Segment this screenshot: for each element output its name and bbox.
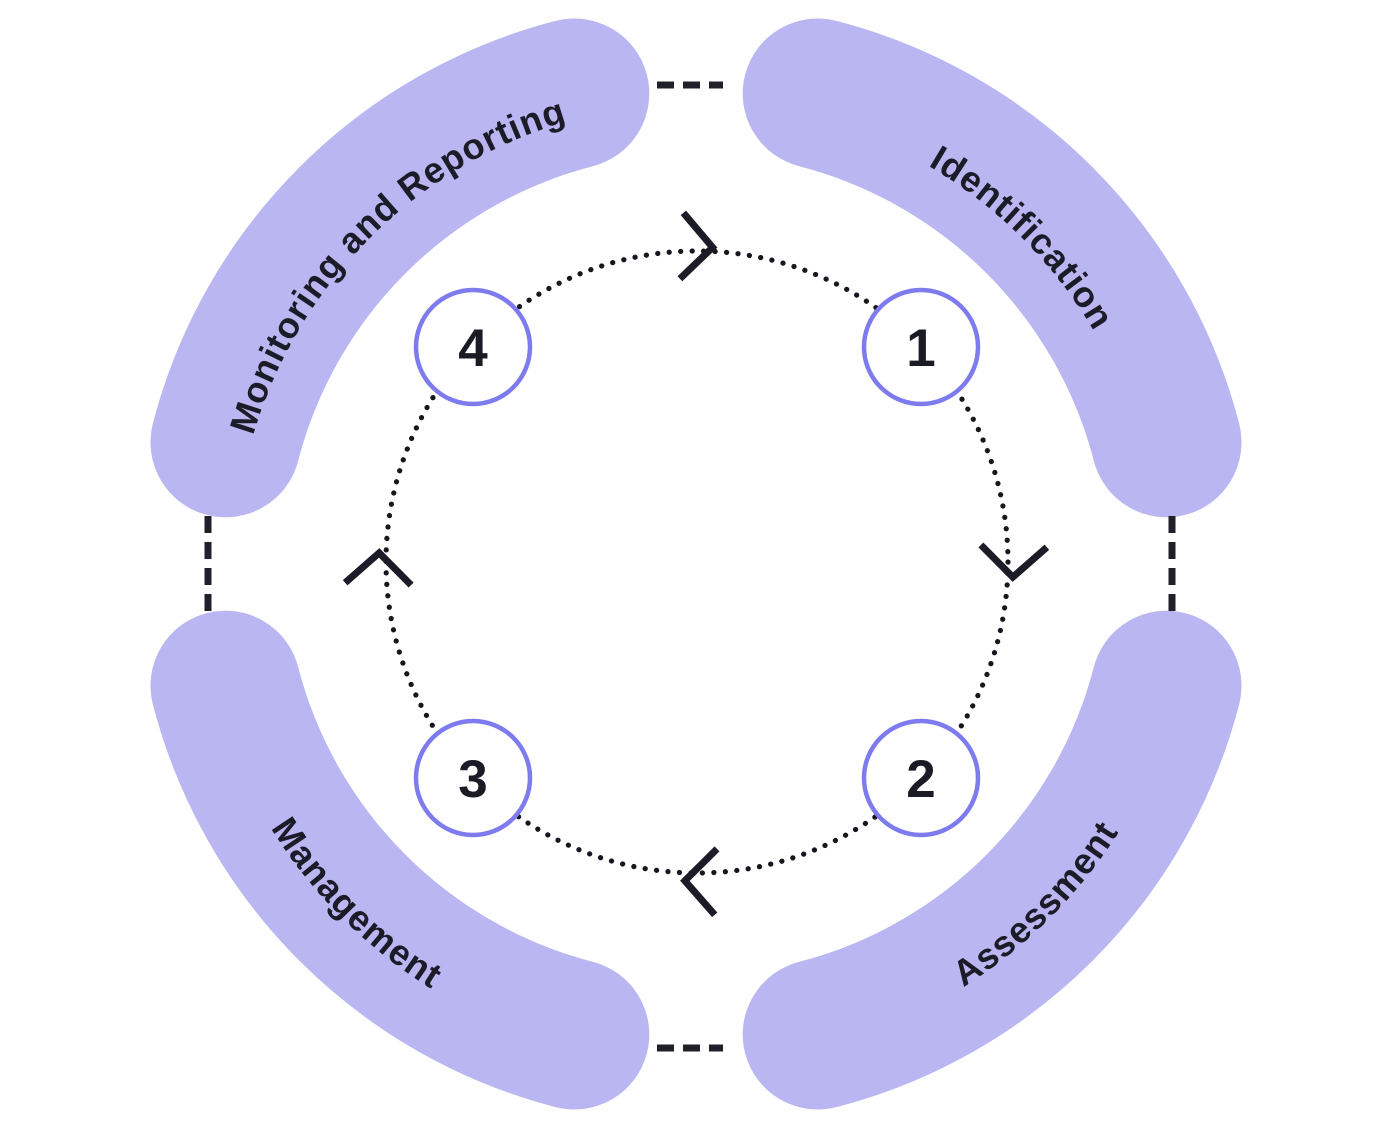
step-badge-2-circle	[861, 718, 981, 838]
flow-arrows	[342, 210, 1050, 918]
arc-separators	[204, 81, 1176, 1052]
step-badge-3-number: 3	[458, 750, 487, 809]
step-badge-4-circle	[413, 287, 533, 407]
step-badge-2-number: 2	[906, 750, 935, 809]
chevron-down-icon	[978, 542, 1050, 582]
step-badges: 1 2 3 4	[413, 287, 981, 838]
arc-segment-assessment	[742, 610, 1242, 1110]
chevron-up-icon	[342, 548, 414, 588]
step-badge-3-circle	[413, 718, 533, 838]
stage-arcs	[150, 18, 1242, 1110]
arc-segment-monitoring	[150, 18, 650, 518]
step-badge-1-circle	[861, 287, 981, 407]
chevron-left-icon	[680, 846, 720, 918]
step-badge-4-number: 4	[458, 319, 488, 378]
arc-segment-identification	[742, 18, 1242, 518]
step-badge-2: 2	[861, 718, 981, 838]
step-badge-4: 4	[413, 287, 533, 407]
step-badge-1: 1	[861, 287, 981, 407]
step-badge-3: 3	[413, 718, 533, 838]
step-badge-1-number: 1	[906, 319, 935, 378]
arc-segment-management	[150, 610, 650, 1110]
chevron-right-icon	[677, 210, 718, 282]
